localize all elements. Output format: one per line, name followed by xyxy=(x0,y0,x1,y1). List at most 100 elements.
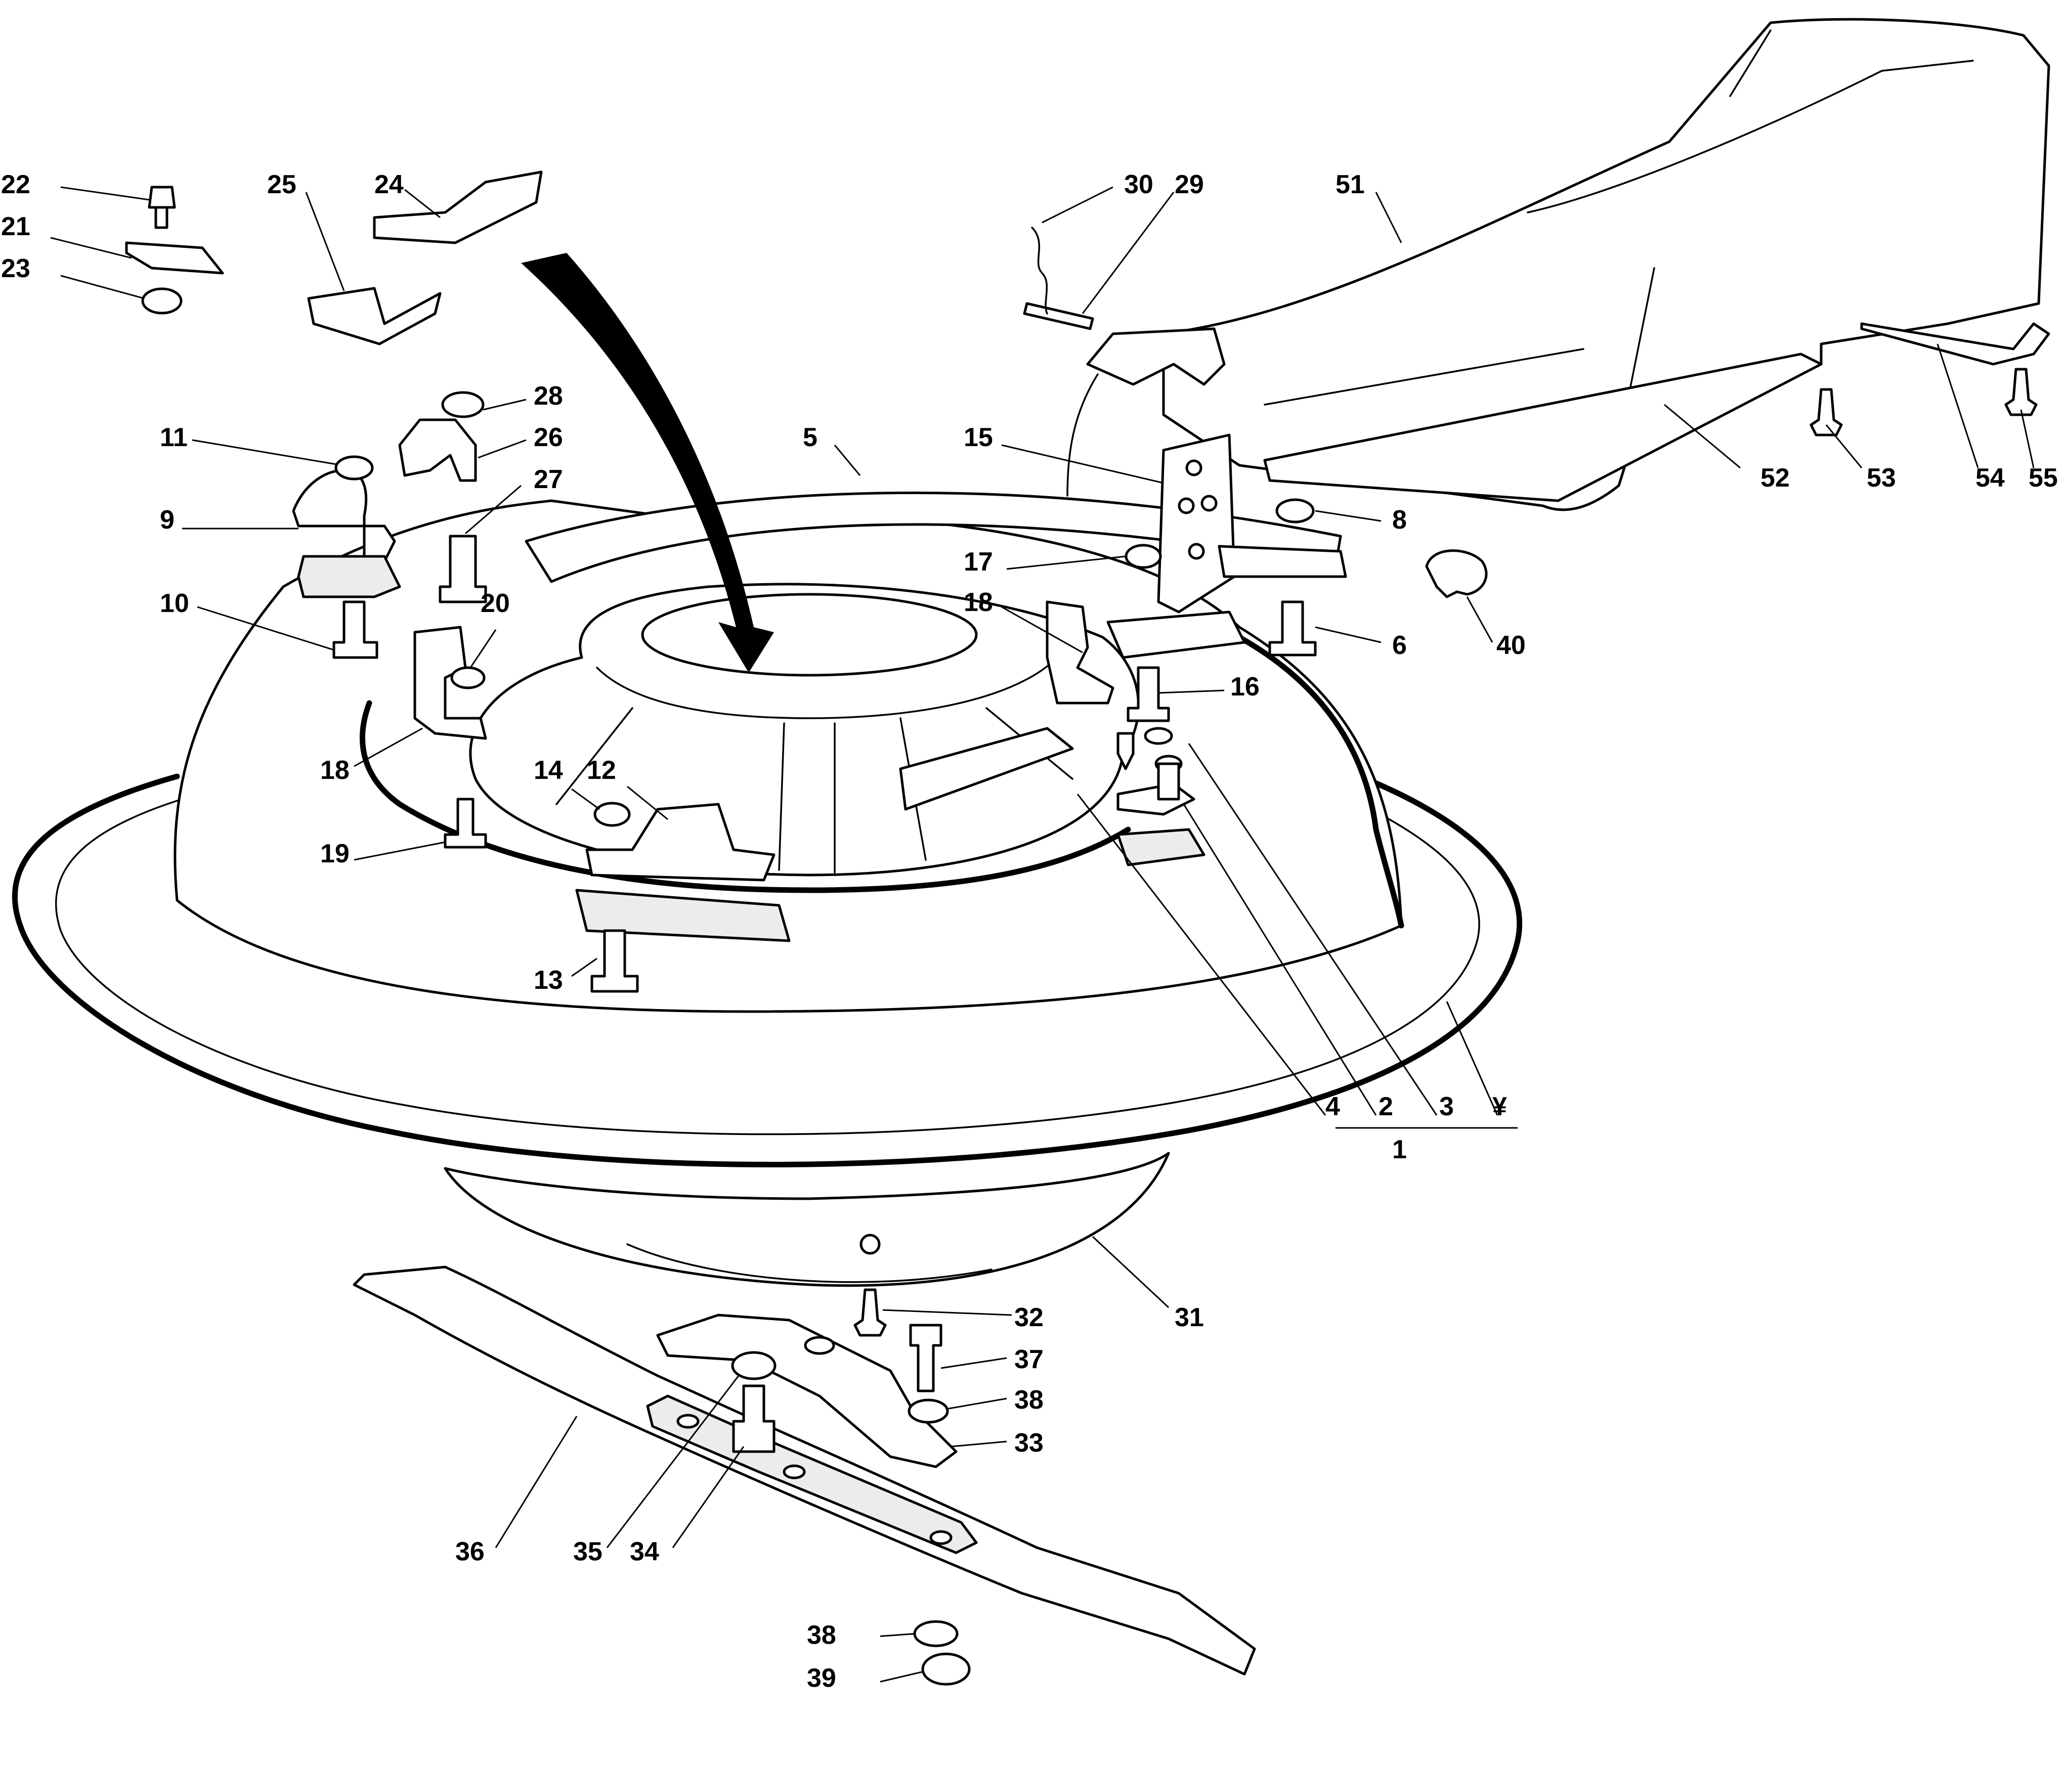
parts-drawing xyxy=(12,18,2050,1686)
leader-20 xyxy=(469,629,497,668)
leader-4 xyxy=(1077,794,1326,1116)
bolt-6 xyxy=(1268,600,1317,657)
callout-14: 14 xyxy=(534,756,563,785)
leader-52 xyxy=(1664,404,1741,469)
nut-39 xyxy=(921,1652,971,1686)
callout-21: 21 xyxy=(1,212,30,241)
bolt-22 xyxy=(148,186,176,229)
callout-28: 28 xyxy=(534,381,563,411)
leader-14 xyxy=(571,788,600,810)
callout-38b: 38 xyxy=(807,1621,836,1650)
leader-38b xyxy=(880,1633,916,1637)
callout-16: 16 xyxy=(1230,672,1260,702)
callout-26: 26 xyxy=(534,423,563,452)
chute-top-ridge xyxy=(1527,60,1974,213)
assembly-arrow xyxy=(521,253,774,673)
callout-36: 36 xyxy=(455,1537,485,1566)
callout-31: 31 xyxy=(1175,1303,1204,1332)
leader-22 xyxy=(60,186,150,201)
nut-28 xyxy=(441,391,485,418)
callout-10: 10 xyxy=(160,589,189,618)
nut-17 xyxy=(1125,544,1162,569)
bracket-18-left xyxy=(413,626,487,740)
leader-29 xyxy=(1082,192,1175,314)
leader-8 xyxy=(1315,510,1382,522)
washer-35 xyxy=(731,1351,777,1380)
deck-shadow-left xyxy=(360,700,1131,893)
callout-11: 11 xyxy=(160,423,188,452)
callout-6: 6 xyxy=(1392,631,1407,660)
chute-hinge xyxy=(1086,327,1226,386)
callout-25: 25 xyxy=(267,170,296,199)
callout-34: 34 xyxy=(630,1537,659,1566)
callout-5: 5 xyxy=(803,423,817,452)
leader-18b xyxy=(354,727,423,767)
leader-27 xyxy=(465,485,522,535)
callout-55: 55 xyxy=(2029,463,2058,493)
callout-13: 13 xyxy=(534,966,563,995)
leader-16 xyxy=(1158,689,1225,694)
screw-small xyxy=(1116,732,1135,770)
leader-21 xyxy=(50,237,132,259)
callout-27: 27 xyxy=(534,465,563,494)
callout-3: 3 xyxy=(1439,1092,1454,1121)
callout-37: 37 xyxy=(1014,1345,1044,1374)
screw-32 xyxy=(853,1288,887,1337)
callout-15: 15 xyxy=(964,423,993,452)
deck-rim-inner xyxy=(55,798,1480,1135)
washer-3 xyxy=(1144,727,1173,745)
leader-38a xyxy=(948,1397,1007,1410)
bracket-15-base xyxy=(1106,610,1246,659)
nut-11 xyxy=(334,455,374,480)
bracket-15 xyxy=(1157,433,1236,614)
leader-13 xyxy=(571,957,597,977)
leader-40 xyxy=(1466,596,1493,643)
leader-39 xyxy=(880,1671,924,1683)
hub-ribs xyxy=(555,707,1073,873)
pivot-plate-8 xyxy=(1218,545,1347,578)
bolt-19 xyxy=(444,798,487,849)
leader-54 xyxy=(1936,343,1979,468)
callout-38a: 38 xyxy=(1014,1385,1044,1415)
bolt-13 xyxy=(590,929,639,993)
leader-12 xyxy=(627,785,668,820)
bracket-15-hole-2 xyxy=(1178,497,1195,514)
bracket-24 xyxy=(373,170,543,244)
bracket-15-hole-3 xyxy=(1200,495,1218,512)
nut-23 xyxy=(141,287,183,315)
bracket-18-right xyxy=(1046,600,1114,705)
chute-flap-strip xyxy=(1860,322,2050,366)
nut-20 xyxy=(450,666,486,689)
callout-29: 29 xyxy=(1175,170,1204,199)
hub-rim xyxy=(596,657,1058,719)
leader-35 xyxy=(606,1375,740,1548)
leader-31 xyxy=(1092,1236,1170,1308)
leader-34 xyxy=(672,1446,745,1548)
bolt-27 xyxy=(439,535,487,603)
leader-24 xyxy=(404,189,441,218)
leader-53 xyxy=(1825,424,1863,468)
knob-40 xyxy=(1425,549,1488,598)
chute-wire xyxy=(1066,373,1099,497)
leader-5 xyxy=(834,445,861,476)
callout-yen: ¥ xyxy=(1492,1092,1507,1121)
washer-38b xyxy=(913,1620,959,1647)
callout-12: 12 xyxy=(587,756,616,785)
nut-14 xyxy=(593,802,631,827)
chute-deflector xyxy=(1263,353,1823,502)
callout-18b: 18 xyxy=(320,756,350,785)
leader-26 xyxy=(478,439,527,459)
nut-8 xyxy=(1275,498,1315,523)
blade-housing-hole xyxy=(859,1234,881,1255)
leader-17 xyxy=(1006,555,1126,570)
leader-33 xyxy=(951,1440,1007,1448)
leader-32 xyxy=(882,1309,1012,1316)
blade-hole-1 xyxy=(676,1414,700,1429)
deck-shadow-right xyxy=(1236,634,1404,929)
bracket-9 xyxy=(292,469,396,563)
blade-hole-2 xyxy=(783,1464,806,1479)
callout-20: 20 xyxy=(481,589,510,618)
callout-2: 2 xyxy=(1379,1092,1393,1121)
callout-53: 53 xyxy=(1867,463,1896,493)
